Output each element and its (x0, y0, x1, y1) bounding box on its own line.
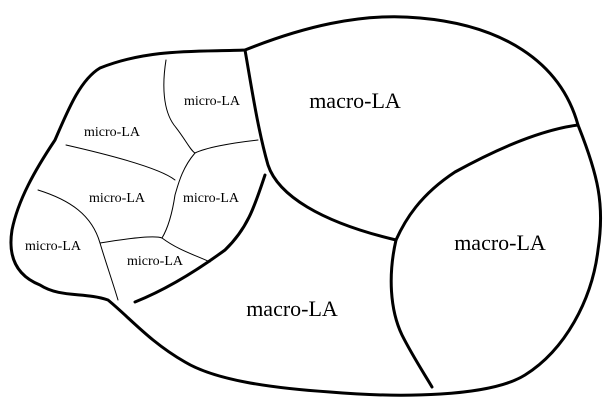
micro-label: micro-LA (84, 125, 141, 140)
micro-divider-7 (161, 237, 211, 263)
outer-boundary (9, 15, 603, 397)
micro-label: micro-LA (184, 94, 241, 109)
divider-left-cluster-top (243, 48, 398, 242)
macro-label: macro-LA (309, 88, 401, 113)
micro-label: micro-LA (183, 191, 240, 206)
micro-divider-1 (163, 59, 196, 154)
micro-divider-2 (194, 139, 259, 154)
micro-label: micro-LA (25, 239, 82, 254)
divider-left-cluster-bottom (133, 173, 267, 304)
macro-label: macro-LA (454, 230, 546, 255)
divider-top-right (394, 123, 580, 242)
micro-divider-3 (65, 144, 176, 181)
micro-divider-6 (99, 236, 163, 244)
micro-label: micro-LA (127, 254, 184, 269)
divider-right-bottom (389, 238, 434, 389)
macro-label: macro-LA (246, 296, 338, 321)
micro-label: micro-LA (89, 191, 146, 206)
micro-divider-4 (161, 152, 196, 239)
